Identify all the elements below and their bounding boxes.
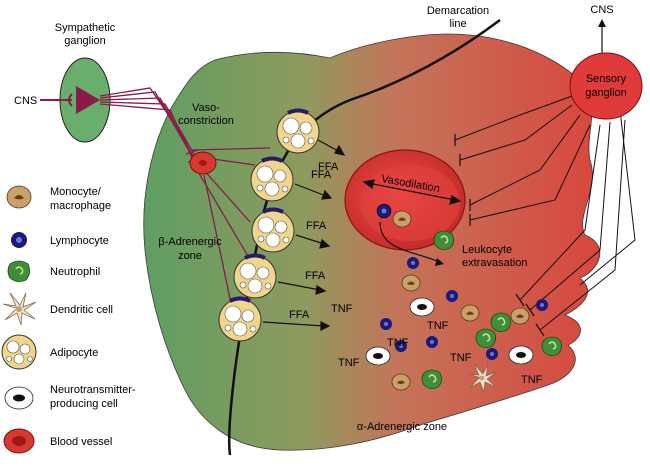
legend-label: Neurotransmitter- bbox=[50, 384, 136, 396]
legend-label: producing cell bbox=[50, 398, 118, 410]
cns-top-label: CNS bbox=[590, 4, 613, 16]
legend-item-dendritic-cell: Dendritic cell bbox=[2, 292, 113, 326]
vasoconstriction-label: Vaso- bbox=[192, 102, 220, 114]
sympathetic-ganglion-label: Sympathetic bbox=[55, 22, 116, 34]
tnf-label: TNF bbox=[338, 357, 360, 369]
legend-label: Dendritic cell bbox=[50, 304, 113, 316]
neurotransmitter-producing-cell bbox=[409, 297, 435, 317]
ffa-label: FFA bbox=[318, 161, 339, 173]
neutrophil bbox=[433, 230, 454, 250]
adipocyte bbox=[276, 108, 320, 154]
demarcation-label: Demarcation bbox=[427, 5, 489, 17]
legend-label: Monocyte/ bbox=[50, 186, 102, 198]
neutrophil bbox=[421, 369, 442, 389]
alpha-adrenergic-zone-label: α-Adrenergic zone bbox=[357, 421, 447, 433]
lymphocyte-icon bbox=[11, 232, 27, 248]
ffa-label: FFA bbox=[305, 270, 326, 282]
ffa-label: FFA bbox=[289, 309, 310, 321]
legend-item-adipocyte: Adipocyte bbox=[1, 334, 98, 370]
adipocyte bbox=[250, 156, 294, 202]
legend-item-monocyte: Monocyte/ macrophage bbox=[6, 185, 111, 212]
neutrophil bbox=[541, 336, 562, 356]
blood-vessel-icon bbox=[3, 428, 35, 454]
legend-item-blood-vessel: Blood vessel bbox=[3, 428, 112, 454]
neurotransmitter-producing-cell bbox=[365, 346, 391, 366]
monocyte bbox=[392, 210, 412, 228]
monocyte bbox=[510, 307, 530, 325]
sympathetic-neuron bbox=[76, 86, 100, 114]
legend-label: Adipocyte bbox=[50, 347, 98, 359]
legend-item-lymphocyte: Lymphocyte bbox=[11, 232, 109, 248]
neurotransmitter-producing-cell bbox=[508, 345, 534, 365]
legend: Monocyte/ macrophage Lymphocyte Neutroph… bbox=[1, 185, 136, 454]
tnf-label: TNF bbox=[387, 337, 409, 349]
vasoconstriction-label-line2: constriction bbox=[178, 115, 234, 127]
adipocyte bbox=[251, 207, 295, 253]
demarcation-label-line2: line bbox=[449, 18, 466, 30]
leukocyte-extravasation-label: Leukocyte bbox=[462, 244, 512, 256]
legend-item-neutrophil: Neutrophil bbox=[7, 260, 100, 282]
legend-item-neurotransmitter-cell: Neurotransmitter- producing cell bbox=[4, 384, 136, 410]
tnf-label: TNF bbox=[427, 320, 449, 332]
sympathetic-nerves bbox=[99, 87, 271, 309]
sensory-ganglion-label: Sensory bbox=[586, 73, 627, 85]
sympathetic-ganglion-label-line2: ganglion bbox=[64, 35, 106, 47]
tnf-label: TNF bbox=[331, 303, 353, 315]
monocyte bbox=[460, 304, 480, 322]
legend-label: Lymphocyte bbox=[50, 235, 109, 247]
monocyte bbox=[401, 274, 421, 292]
neutrophil bbox=[490, 312, 511, 332]
tnf-label: TNF bbox=[521, 374, 543, 386]
demarcation-line bbox=[228, 18, 501, 456]
legend-label: Neutrophil bbox=[50, 266, 100, 278]
beta-adrenergic-zone-label: β-Adrenergic bbox=[158, 236, 222, 248]
sensory-nerves bbox=[454, 94, 636, 331]
neutrophil bbox=[475, 328, 496, 348]
monocyte bbox=[391, 373, 411, 391]
leukocyte-extravasation-label-line2: extravasation bbox=[462, 257, 527, 269]
beta-adrenergic-zone-label-line2: zone bbox=[178, 250, 202, 262]
neutrophil-icon bbox=[7, 260, 30, 282]
tissue-immune-cells bbox=[365, 257, 562, 393]
sensory-ganglion-label-line2: ganglion bbox=[585, 87, 627, 99]
cns-left-label: CNS bbox=[14, 95, 37, 107]
extravasation-arrow bbox=[379, 221, 441, 263]
dendritic-cell-icon bbox=[2, 292, 37, 326]
legend-label: macrophage bbox=[50, 200, 111, 212]
neurotransmitter-cell-icon bbox=[4, 386, 34, 410]
vasodilation-arrow bbox=[362, 179, 462, 205]
adipocytes bbox=[218, 108, 320, 342]
sensory-nerve-endings bbox=[454, 134, 545, 337]
adipocyte-icon bbox=[1, 334, 37, 370]
legend-label: Blood vessel bbox=[50, 436, 112, 448]
ffa-label: FFA bbox=[311, 169, 332, 181]
adipocyte bbox=[218, 296, 262, 342]
dendritic-cell bbox=[467, 363, 498, 393]
ffa-label: FFA bbox=[306, 220, 327, 232]
ffa-arrows bbox=[262, 139, 346, 331]
tnf-label: TNF bbox=[450, 352, 472, 364]
sensory-ganglion bbox=[569, 52, 643, 120]
monocyte-icon bbox=[6, 185, 32, 209]
adipocyte bbox=[233, 253, 277, 299]
